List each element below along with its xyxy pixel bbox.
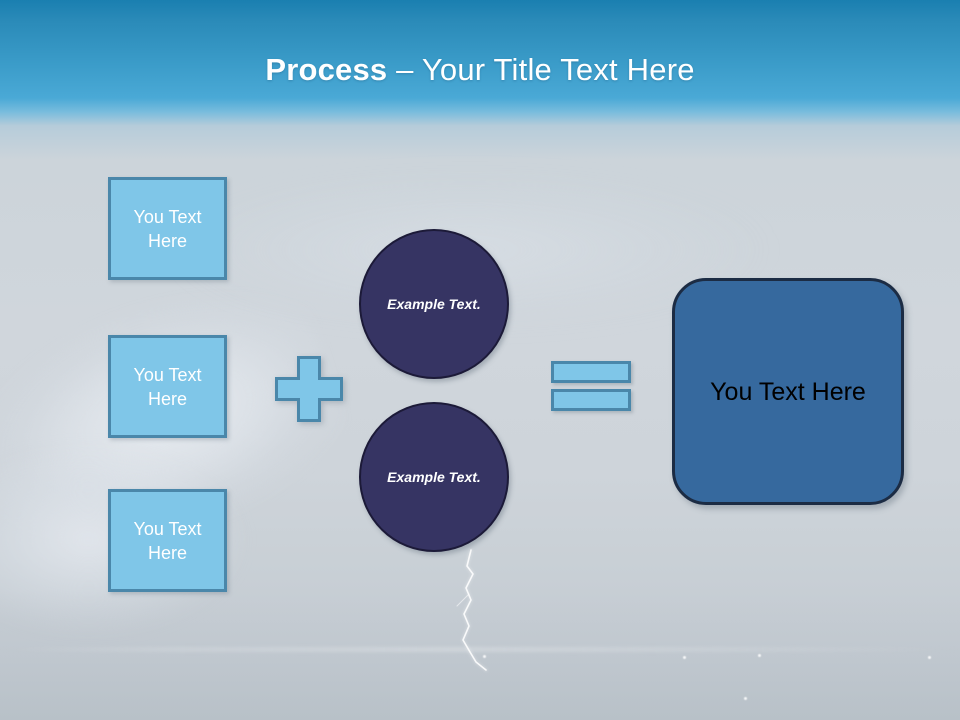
spark-dot (928, 656, 931, 659)
spark-dot (744, 697, 747, 700)
input-box-2-label: You Text Here (133, 364, 202, 409)
result-box-label: You Text Here (710, 377, 866, 406)
spark-dot (483, 655, 486, 658)
spark-dot (683, 656, 686, 659)
circle-node-2[interactable]: Example Text. (359, 402, 509, 552)
input-box-3[interactable]: You Text Here (108, 489, 227, 592)
page-title: Process – Your Title Text Here (0, 50, 960, 90)
input-box-3-label: You Text Here (133, 518, 202, 563)
equals-sign-bar-top (551, 361, 631, 383)
input-box-1-label: You Text Here (133, 206, 202, 251)
result-box[interactable]: You Text Here (672, 278, 904, 505)
circle-node-1[interactable]: Example Text. (359, 229, 509, 379)
page-title-rest: – Your Title Text Here (387, 52, 695, 87)
background-haze (0, 590, 960, 720)
circle-node-2-label: Example Text. (387, 468, 481, 485)
spark-dot (758, 654, 761, 657)
circle-node-1-label: Example Text. (387, 295, 481, 312)
plus-sign-icon (275, 356, 343, 422)
equals-sign-bar-bottom (551, 389, 631, 411)
input-box-2[interactable]: You Text Here (108, 335, 227, 438)
input-box-1[interactable]: You Text Here (108, 177, 227, 280)
page-title-bold: Process (265, 52, 388, 87)
horizon-line (0, 648, 960, 651)
